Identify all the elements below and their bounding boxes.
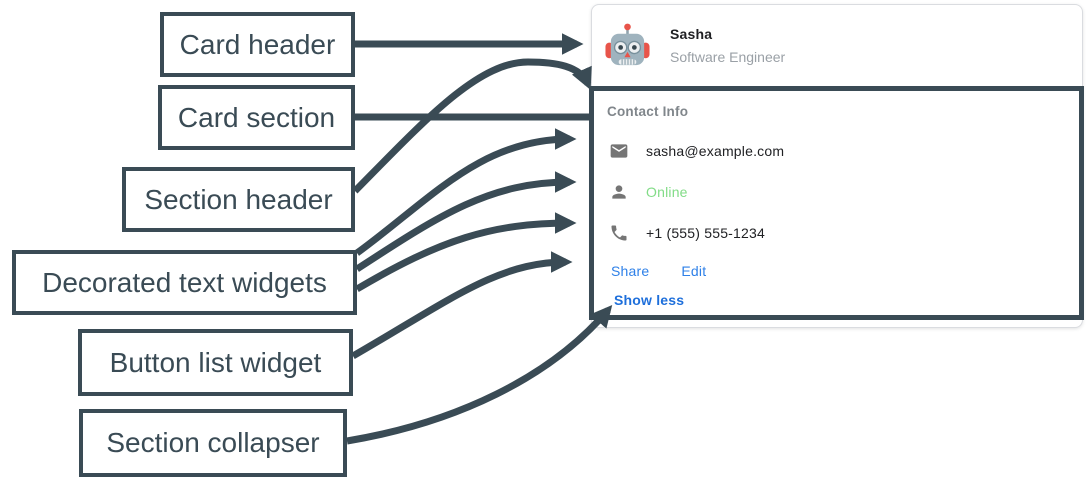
email-icon (610, 144, 628, 158)
label-card-section-text: Card section (177, 101, 336, 133)
label-card-section: Card section (158, 85, 355, 150)
label-decorated-text-widgets-text: Decorated text widgets (42, 266, 327, 298)
share-button[interactable]: Share (611, 263, 650, 279)
section-header: Contact Info (607, 104, 689, 119)
phone-icon (611, 225, 627, 241)
card-section: Contact Info sasha@example.com Online +1… (592, 104, 1082, 310)
card-subtitle: Software Engineer (670, 48, 786, 65)
decorated-text-email: sasha@example.com (605, 142, 1069, 160)
button-list: Share Edit (605, 263, 1069, 279)
label-button-list-widget-text: Button list widget (109, 346, 322, 378)
arrow-decorated-text-email (354, 128, 577, 256)
label-section-header: Section header (122, 167, 355, 232)
status-text: Online (646, 184, 688, 200)
arrow-decorated-text-phone (355, 212, 577, 293)
label-section-header-text: Section header (144, 183, 333, 215)
label-card-header-text: Card header (179, 28, 336, 60)
robot-avatar-icon (605, 23, 650, 65)
label-decorated-text-widgets: Decorated text widgets (12, 250, 357, 315)
card-header: Sasha Software Engineer (592, 5, 1082, 85)
arrow-section-header (352, 58, 592, 194)
label-card-header: Card header (160, 12, 355, 77)
person-icon (612, 185, 626, 199)
card-title: Sasha (670, 25, 713, 42)
show-less-button[interactable]: Show less (614, 292, 685, 308)
decorated-text-status: Online (605, 183, 1069, 201)
arrow-decorated-text-status (355, 171, 577, 272)
contact-card: Sasha Software Engineer Contact Info sas… (591, 4, 1083, 328)
edit-button[interactable]: Edit (681, 263, 707, 279)
arrow-button-list (351, 251, 573, 360)
email-text: sasha@example.com (646, 143, 785, 159)
label-section-collapser: Section collapser (79, 409, 347, 477)
label-button-list-widget: Button list widget (78, 329, 353, 396)
label-section-collapser-text: Section collapser (106, 427, 320, 458)
card-header-text: Sasha Software Engineer (670, 26, 785, 65)
phone-text: +1 (555) 555-1234 (646, 225, 765, 241)
decorated-text-phone: +1 (555) 555-1234 (605, 224, 1069, 242)
arrow-section-collapser (346, 305, 613, 445)
